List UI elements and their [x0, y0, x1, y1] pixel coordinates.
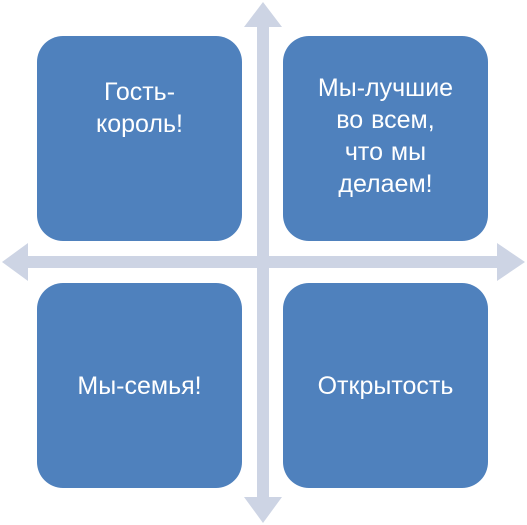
quadrant-line: делаем! [338, 169, 433, 198]
quadrant-line: во всем, [336, 105, 435, 134]
quadrant-top-right-text: Мы-лучшие во всем, что мы делаем! [297, 72, 474, 200]
horizontal-axis-arrow [2, 243, 525, 281]
quadrant-line: король! [96, 110, 183, 138]
quadrant-bottom-right: Открытость [283, 283, 488, 488]
quadrant-line: Открытость [317, 371, 454, 400]
quadrant-bottom-left-text: Мы-семья! [51, 370, 228, 402]
quadrant-line: что мы [344, 137, 427, 166]
quadrant-line: Гость- [103, 78, 176, 106]
quadrant-top-left-text: Гость- король! [51, 76, 228, 140]
quadrant-line: Мы-лучшие [317, 73, 454, 102]
quadrant-line: Мы-семья! [77, 371, 202, 400]
quadrant-top-left: Гость- король! [37, 36, 242, 241]
quadrant-bottom-left: Мы-семья! [37, 283, 242, 488]
quadrant-top-right: Мы-лучшие во всем, что мы делаем! [283, 36, 488, 241]
quadrant-bottom-right-text: Открытость [297, 370, 474, 402]
